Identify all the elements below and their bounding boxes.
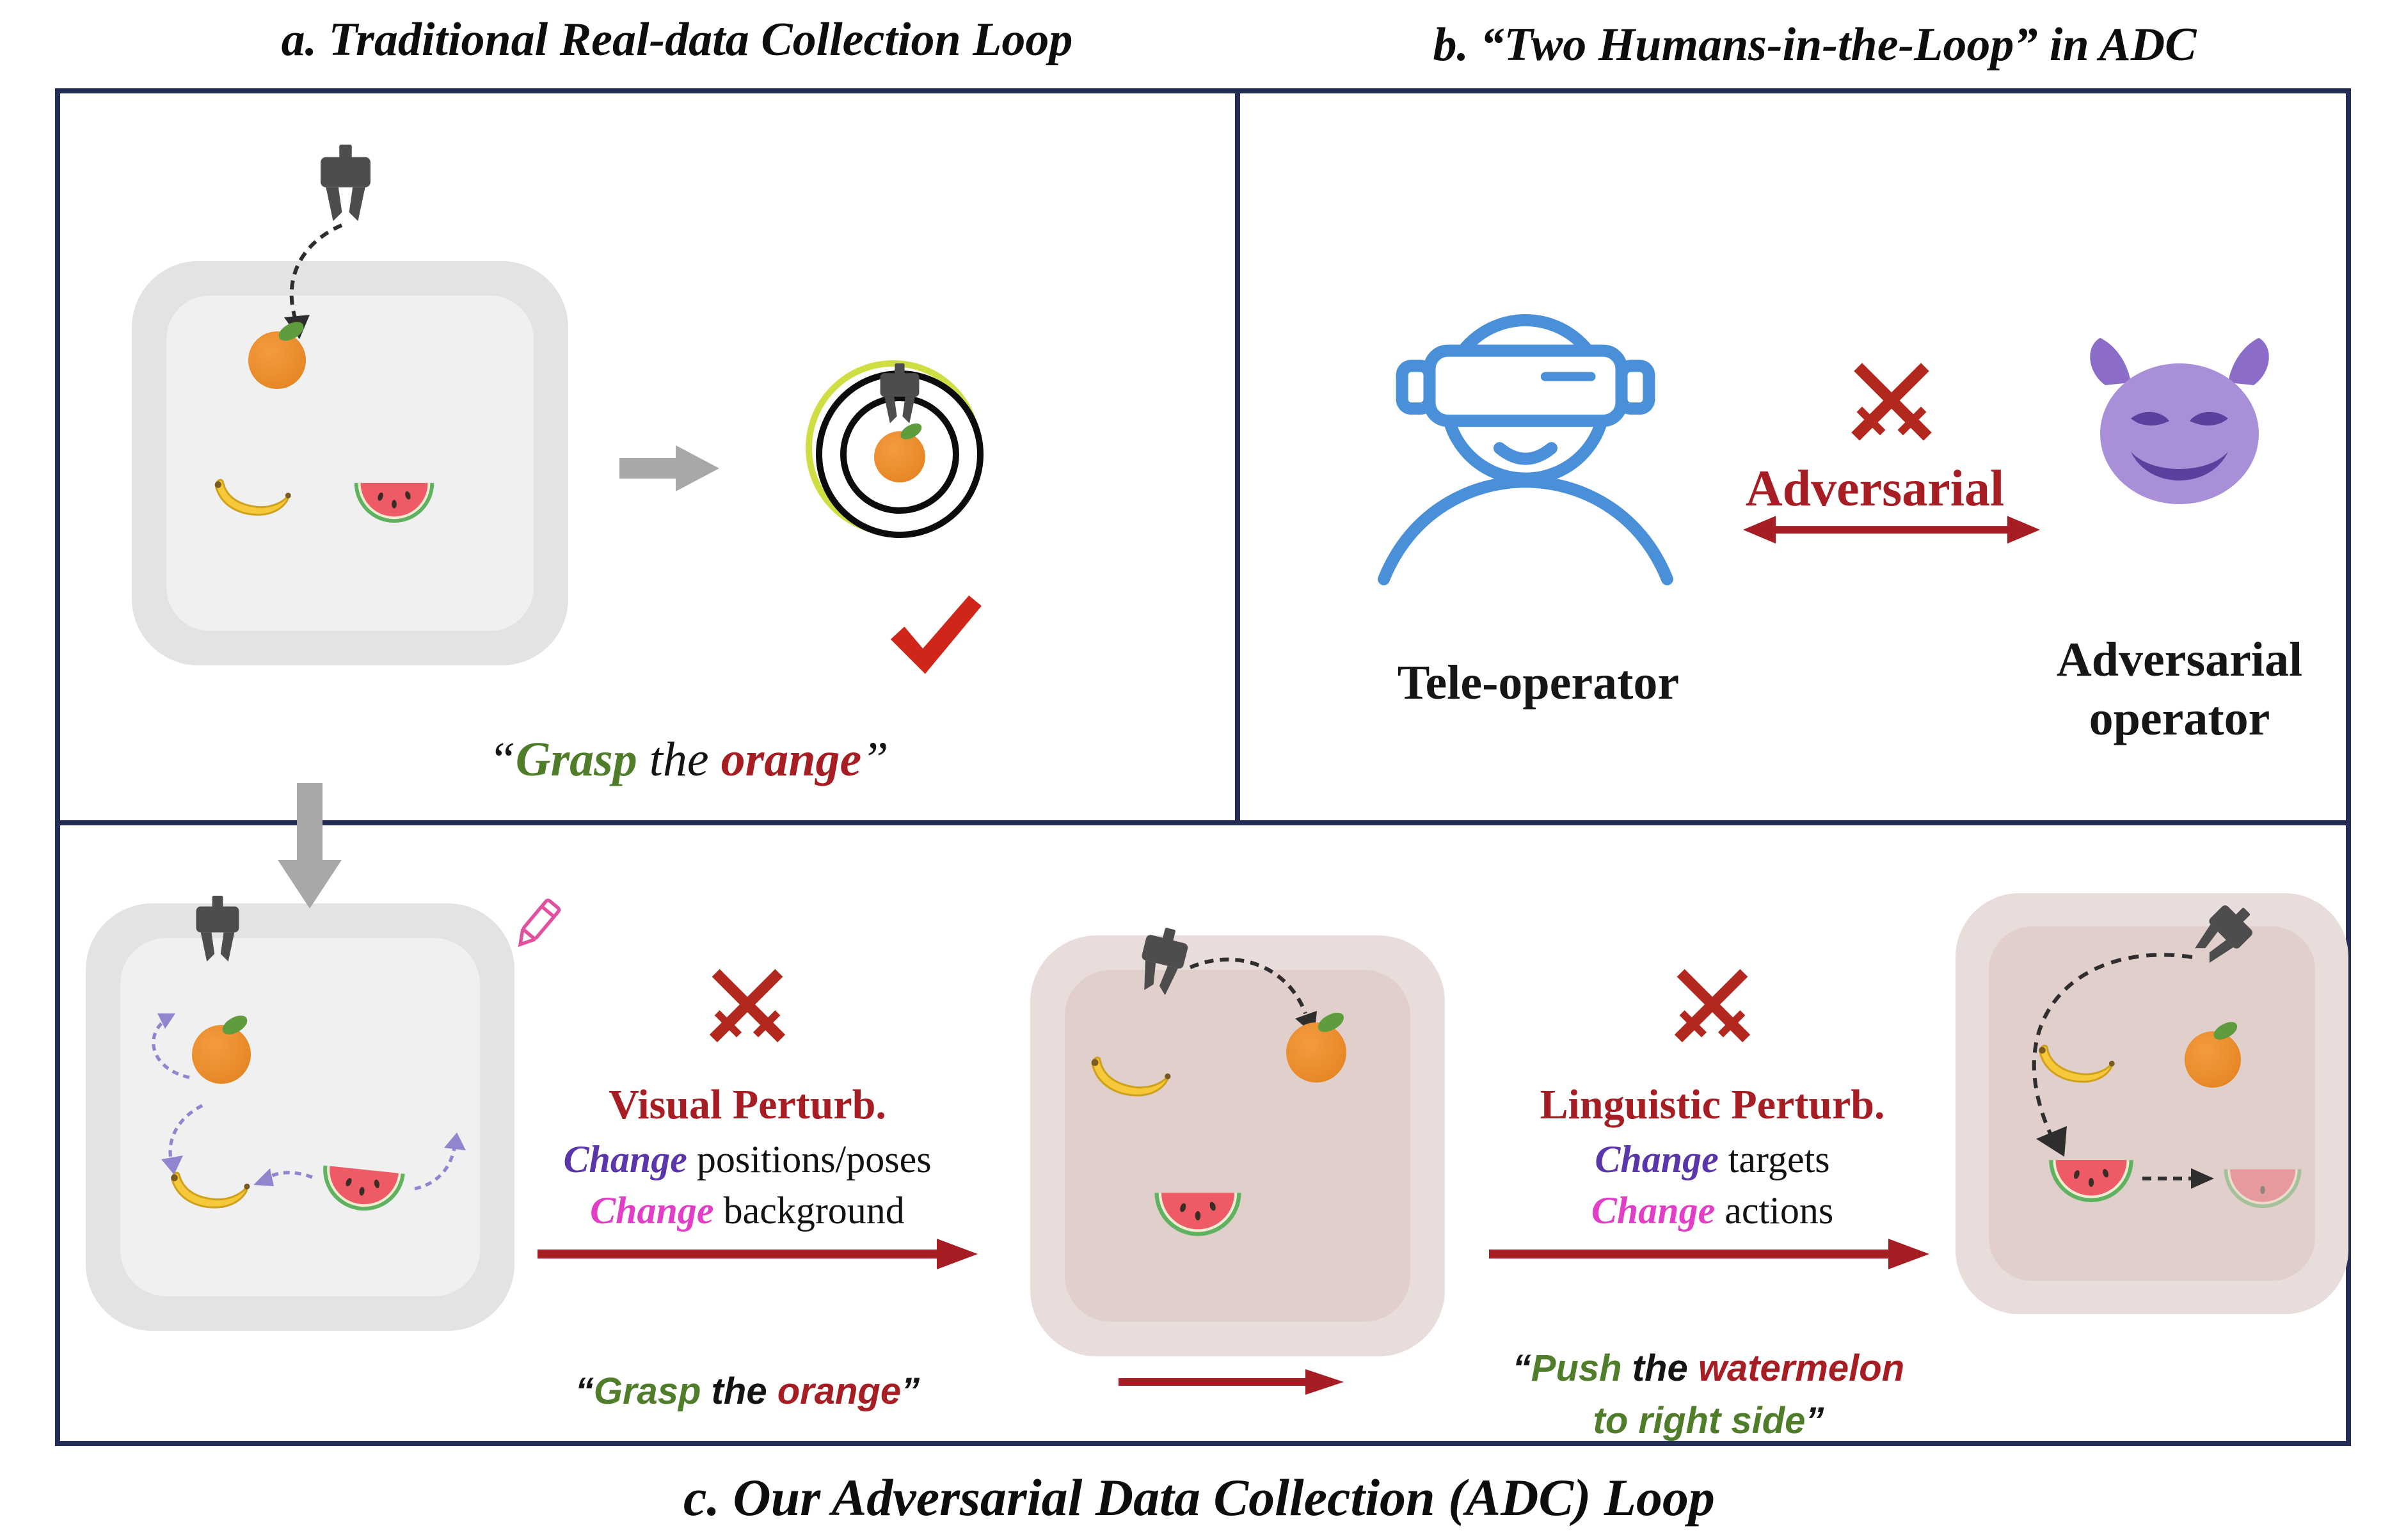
robot-gripper-c1-icon	[196, 896, 239, 962]
adversarial-label: Adversarial	[1745, 459, 2005, 517]
tray-c1	[86, 903, 514, 1331]
change-word: Change	[1595, 1139, 1719, 1181]
orange-target	[874, 431, 925, 482]
purple-dashed-arrow-2	[161, 1104, 203, 1175]
orange-c1	[192, 1025, 251, 1084]
dashed-arrow-gripper-c3	[2032, 953, 2193, 1157]
watermelon-c2	[1154, 1193, 1241, 1236]
quote-open: “	[575, 1372, 594, 1413]
verb-push: Push	[1531, 1349, 1622, 1390]
visual-perturb-line1: Change positions/poses	[504, 1139, 991, 1182]
adversarial-operator-label: Adversarial operator	[1975, 632, 2384, 749]
watermelon-c3	[2049, 1160, 2133, 1202]
push-caption-line1: “Push the watermelon	[1472, 1344, 1945, 1396]
quote-close: ”	[1805, 1401, 1824, 1443]
robot-gripper-icon	[321, 145, 370, 221]
red-arrow-linguistic	[1489, 1239, 1929, 1269]
tray-c2	[1030, 935, 1445, 1356]
tray-a-inner	[166, 296, 534, 631]
figure-border	[55, 88, 2351, 1446]
panel-a-title: a. Traditional Real-data Collection Loop	[281, 14, 1073, 67]
change-word: Change	[1591, 1190, 1716, 1232]
red-arrow-caption	[1119, 1369, 1344, 1395]
quote-close: ”	[861, 733, 889, 787]
gray-right-arrow	[619, 445, 719, 491]
divider-vertical	[1235, 88, 1240, 823]
devil-face-icon	[2090, 338, 2269, 504]
linguistic-perturb-title: Linguistic Perturb.	[1540, 1083, 1885, 1129]
purple-dashed-arrow-4	[414, 1132, 466, 1191]
linguistic-perturb-line2: Change actions	[1520, 1190, 1904, 1234]
watermelon-c3-ghost	[2224, 1169, 2302, 1209]
banana-c3	[2039, 1044, 2115, 1083]
change-rest: positions/poses	[687, 1139, 932, 1181]
change-word: Change	[590, 1190, 714, 1232]
purple-dashed-arrow-3	[253, 1168, 313, 1186]
push-direction: to right side	[1593, 1401, 1806, 1443]
object-orange: orange	[721, 733, 862, 787]
caption-mid: the	[637, 733, 721, 787]
quote-open: “	[488, 733, 516, 787]
crossed-swords-icon-b	[1851, 363, 1932, 441]
panel-c-title: c. Our Adversarial Data Collection (ADC)…	[683, 1468, 1715, 1527]
quote-close: ”	[901, 1372, 920, 1413]
verb-grasp: Grasp	[515, 733, 637, 787]
panel-b-title: b. “Two Humans-in-the-Loop” in ADC	[1433, 19, 2197, 72]
tray-c3-inner	[1989, 926, 2315, 1281]
change-rest: targets	[1718, 1139, 1830, 1181]
tray-c3	[1956, 893, 2348, 1314]
change-rest: actions	[1715, 1190, 1834, 1232]
tray-c1-inner	[120, 938, 480, 1296]
dashed-arrow-gripper-to-orange	[284, 223, 343, 339]
watermelon-a	[354, 482, 434, 523]
pencil-icon	[518, 898, 561, 948]
dashed-arrow-watermelon-push	[2142, 1168, 2214, 1189]
adversarial-operator-line1: Adversarial	[2056, 633, 2303, 687]
robot-gripper-c2-icon	[1142, 928, 1188, 996]
quote-open: “	[1512, 1349, 1531, 1390]
visual-perturb-title: Visual Perturb.	[609, 1083, 886, 1129]
watermelon-c1	[323, 1165, 405, 1211]
orange-a	[248, 331, 306, 389]
banana-c2	[1091, 1056, 1171, 1097]
crossed-swords-icon-visual	[709, 969, 786, 1043]
change-word: Change	[563, 1139, 687, 1181]
verb-grasp: Grasp	[593, 1372, 701, 1413]
object-orange: orange	[777, 1372, 902, 1413]
double-headed-arrow	[1742, 516, 2041, 544]
checkmark-icon	[890, 595, 982, 674]
red-arrow-visual	[538, 1239, 978, 1269]
gray-down-arrow	[278, 783, 342, 909]
caption-mid: the	[701, 1372, 777, 1413]
grasp-caption-c: “Grasp the orange”	[555, 1367, 939, 1419]
visual-perturb-line2: Change background	[504, 1190, 991, 1234]
banana-a	[214, 479, 291, 516]
tray-a	[132, 261, 568, 665]
tele-operator-label: Tele-operator	[1397, 656, 1680, 710]
grasp-caption-a: “Grasp the orange”	[477, 732, 900, 788]
push-caption: “Push the watermelon to right side”	[1472, 1344, 1945, 1449]
linguistic-perturb-line1: Change targets	[1520, 1139, 1904, 1182]
crossed-swords-icon-linguistic	[1674, 969, 1751, 1043]
caption-mid: the	[1621, 1349, 1698, 1390]
tray-c2-inner	[1065, 970, 1410, 1322]
robot-gripper-target-icon	[880, 363, 920, 424]
change-rest: background	[713, 1190, 905, 1232]
orange-c2	[1286, 1022, 1346, 1083]
divider-horizontal	[55, 820, 2351, 825]
push-caption-line2: to right side”	[1472, 1396, 1945, 1449]
robot-gripper-c3-icon	[2195, 905, 2252, 963]
adversarial-operator-line2: operator	[2089, 692, 2270, 746]
orange-c3	[2185, 1031, 2241, 1088]
object-watermelon: watermelon	[1698, 1349, 1905, 1390]
banana-c1	[171, 1171, 250, 1209]
vr-teleoperator-icon	[1378, 314, 1673, 585]
purple-dashed-arrow-1	[152, 1013, 190, 1079]
